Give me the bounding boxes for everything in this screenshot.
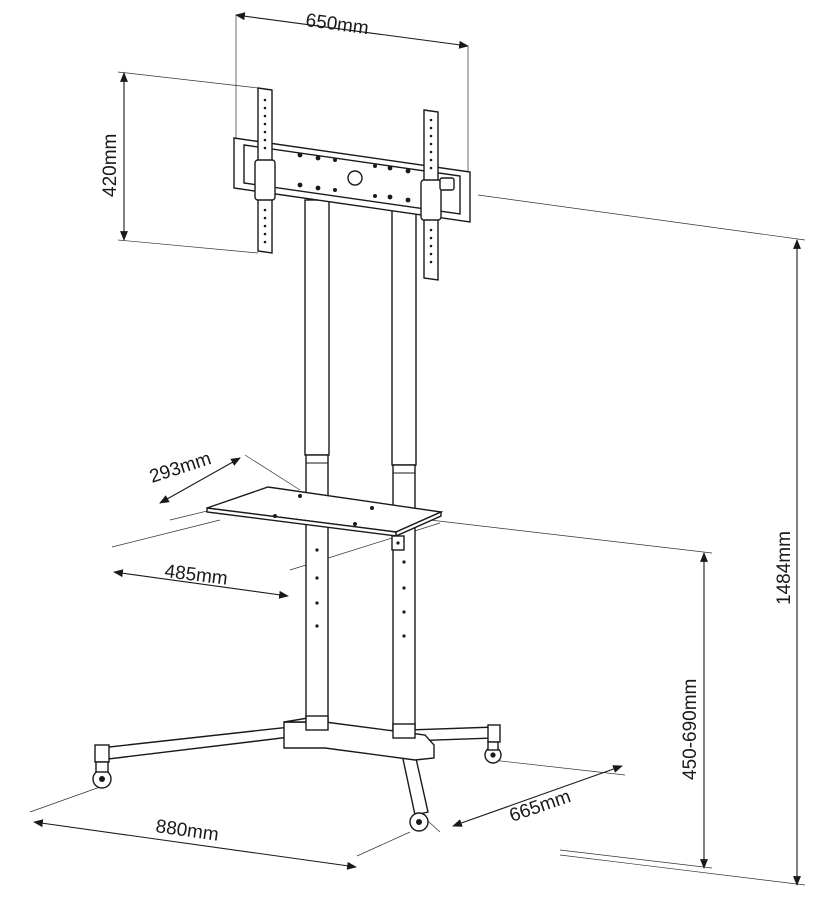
tv-mount-crossbar xyxy=(233,137,471,223)
pole-adjustment-holes xyxy=(315,548,406,638)
tv-mount-bracket-left xyxy=(254,87,276,254)
dimension-label-880mm: 880mm xyxy=(154,816,220,846)
dimension-450-690mm: 450-690mm xyxy=(429,519,713,869)
dimension-label-485mm: 485mm xyxy=(163,561,228,590)
dimension-880mm: 880mm xyxy=(29,786,411,870)
dimension-label-293mm: 293mm xyxy=(147,448,214,488)
dimension-label-665mm: 665mm xyxy=(507,786,574,826)
lower-pole-right xyxy=(392,464,416,731)
dimension-label-650mm: 650mm xyxy=(304,10,370,39)
dimension-label-450-690mm: 450-690mm xyxy=(680,679,701,780)
dimension-label-1484mm: 1484mm xyxy=(774,531,795,605)
dimension-665mm: 665mm xyxy=(417,759,626,833)
upper-pole-right xyxy=(391,209,417,466)
base-frame xyxy=(94,715,501,816)
caster-wheels xyxy=(92,741,502,832)
upper-pole-left xyxy=(304,199,330,456)
glass-shelf xyxy=(206,486,444,551)
tv-mount-bracket-right xyxy=(420,109,455,281)
dimension-label-420mm: 420mm xyxy=(100,134,121,197)
dimension-1484mm: 1484mm xyxy=(477,194,806,886)
dimension-420mm: 420mm xyxy=(100,71,259,254)
